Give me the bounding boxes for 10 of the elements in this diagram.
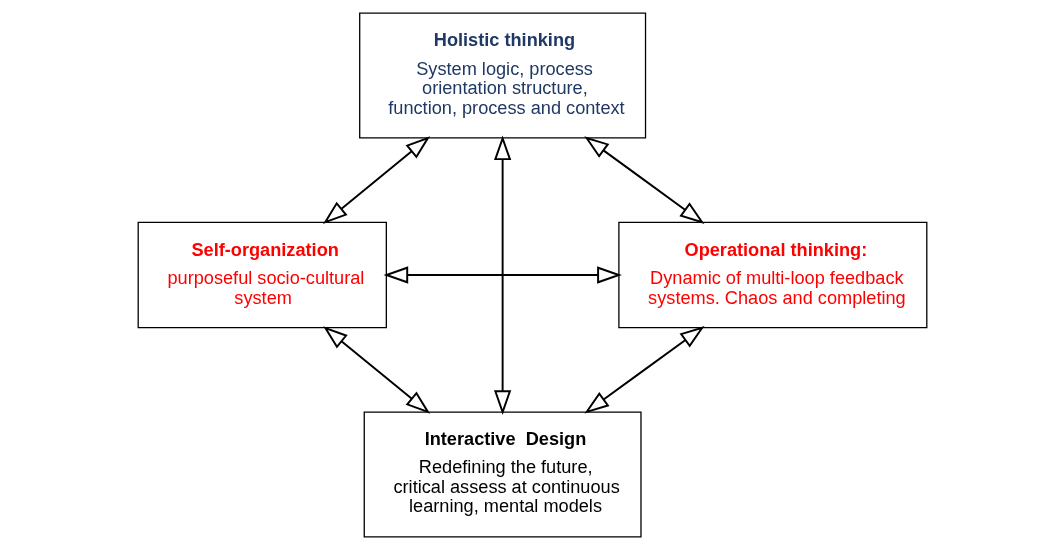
arrow [493,135,511,415]
node-box: Self-organization purposeful socio-cultural system [137,221,387,329]
arrow [322,326,430,414]
node-box: Operational thinking: Dynamic of multi-loop feedback systems. Chaos and completing [617,221,927,329]
arrow [322,136,430,225]
arrow [583,136,704,224]
node-box: Holistic thinking System logic, process orientation structure, function, process and context [358,12,646,139]
node-box: Interactive Design Redefining the future, critical assess at continuous learning, mental models [363,411,642,538]
arrow [583,326,705,414]
arrow [382,266,622,284]
